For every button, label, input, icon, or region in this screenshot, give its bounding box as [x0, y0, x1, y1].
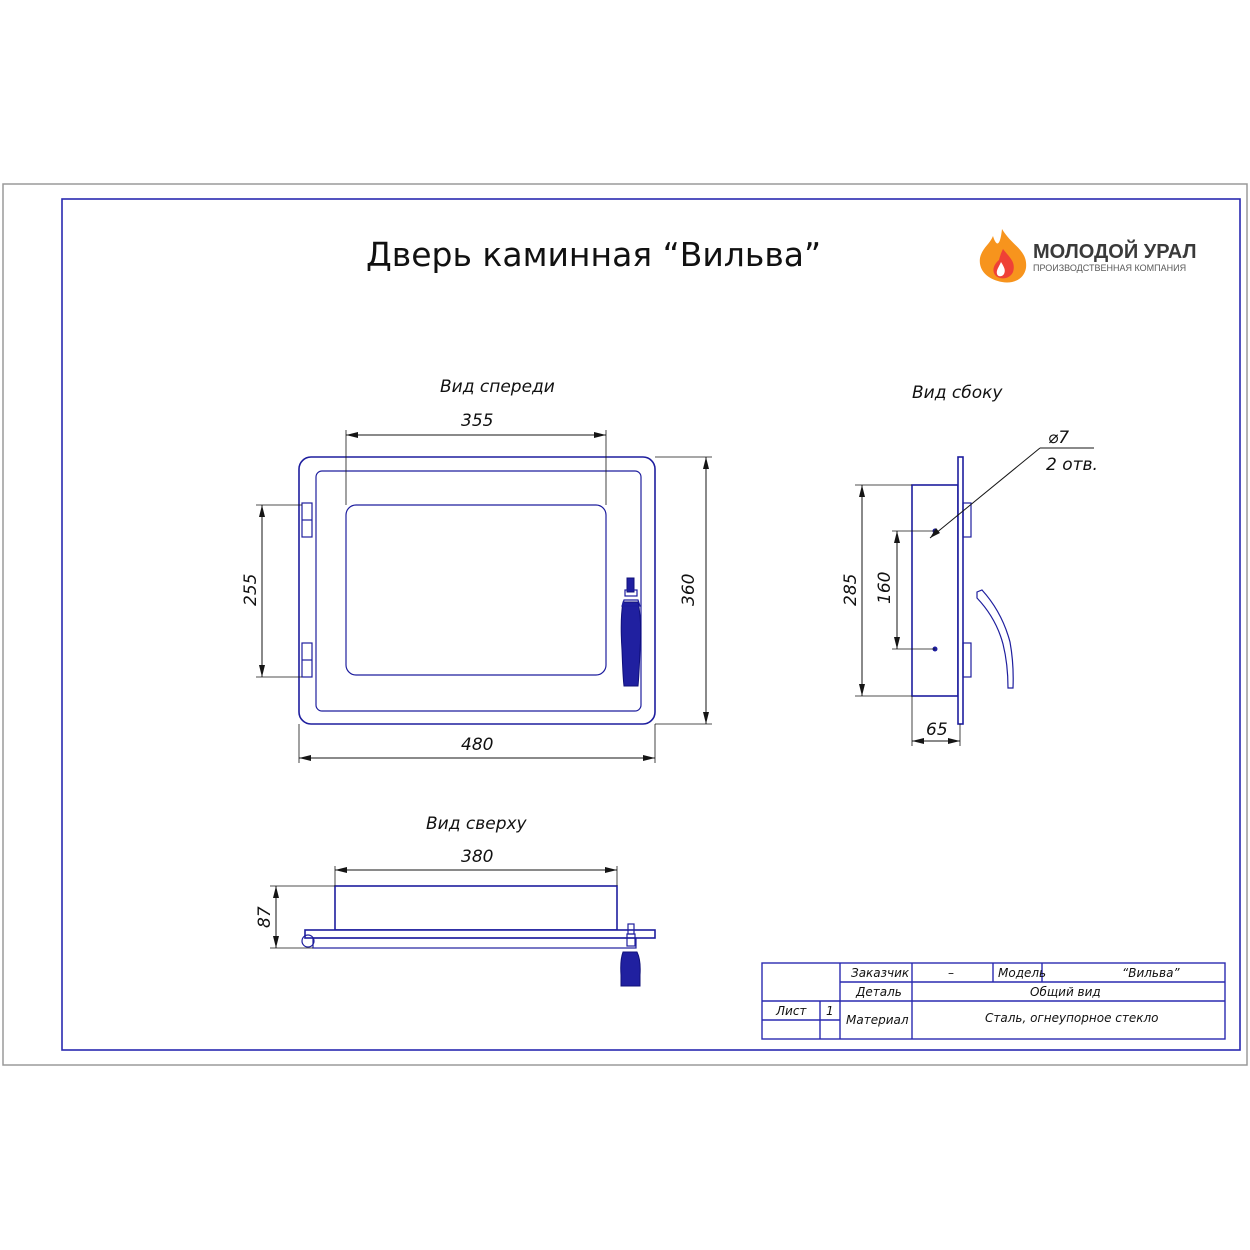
- dim-overall-height: 360: [655, 456, 712, 725]
- hole-leader: ⌀7 2 отв.: [929, 428, 1098, 539]
- side-hinge-bottom: [962, 642, 972, 678]
- top-plate: [304, 929, 656, 939]
- door-glass: [345, 504, 607, 676]
- company-logo: МОЛОДОЙ УРАЛ ПРОИЗВОДСТВЕННАЯ КОМПАНИЯ: [979, 229, 1197, 283]
- dim-hinge-spacing: 255: [241, 504, 302, 678]
- drawing-title: Дверь каминная “Вильва”: [366, 235, 821, 274]
- top-view: Вид сверху 380 87: [255, 814, 656, 987]
- dim-depth-value: 65: [926, 720, 948, 740]
- side-body: [911, 484, 959, 697]
- dim-top-depth: 87: [255, 885, 335, 949]
- front-view-label: Вид спереди: [440, 377, 555, 397]
- dim-depth: 65: [911, 696, 961, 746]
- dim-overall-height-value: 360: [679, 574, 699, 606]
- tb-model-value: “Вильва”: [1122, 966, 1180, 980]
- door-handle: [620, 577, 642, 687]
- hole-diameter-value: ⌀7: [1048, 428, 1069, 448]
- dim-top-depth-value: 87: [255, 906, 275, 928]
- dim-top-width-value: 380: [461, 847, 493, 867]
- door-inner-frame: [315, 470, 642, 712]
- dim-hole-spacing-value: 160: [875, 572, 895, 604]
- side-view-label: Вид сбоку: [912, 383, 1003, 403]
- dim-top-width: 380: [334, 847, 618, 886]
- dim-glass-width-value: 355: [461, 411, 493, 431]
- dim-glass-width: 355: [345, 411, 607, 505]
- hinge-bottom: [301, 642, 313, 678]
- side-handle: [976, 589, 1014, 689]
- top-handle: [620, 923, 641, 987]
- sheet-border: [2, 183, 1248, 1066]
- dim-body-height-value: 285: [841, 574, 861, 606]
- tb-part-value: Общий вид: [1030, 985, 1101, 999]
- dim-overall-width: 480: [298, 724, 656, 763]
- door-outer-frame: [298, 456, 656, 725]
- tb-part-label: Деталь: [855, 985, 902, 999]
- dim-hinge-spacing-value: 255: [241, 574, 261, 606]
- dim-overall-width-value: 480: [461, 735, 493, 755]
- tb-customer-value: –: [948, 966, 954, 980]
- tb-customer-label: Заказчик: [851, 966, 910, 980]
- tb-model-label: Модель: [998, 966, 1046, 980]
- top-plate-lower: [312, 937, 637, 949]
- logo-tagline: ПРОИЗВОДСТВЕННАЯ КОМПАНИЯ: [1033, 263, 1186, 273]
- drawing-frame: [61, 198, 1241, 1051]
- top-view-label: Вид сверху: [426, 814, 528, 834]
- tb-sheet-value: 1: [826, 1004, 834, 1018]
- hinge-top: [301, 502, 313, 538]
- top-hinge: [301, 934, 315, 948]
- side-front-plate: [957, 456, 964, 725]
- top-body: [334, 885, 618, 931]
- logo-name: МОЛОДОЙ УРАЛ: [1033, 239, 1197, 263]
- dim-body-height: 285: [841, 484, 912, 697]
- title-block: Заказчик – Модель “Вильва” Деталь Общий …: [761, 962, 1226, 1040]
- dim-hole-spacing: 160: [875, 530, 935, 650]
- tb-material-value: Сталь, огнеупорное стекло: [985, 1011, 1159, 1025]
- tb-material-label: Материал: [846, 1013, 909, 1027]
- front-view: Вид спереди 355: [241, 377, 712, 763]
- hole-count-value: 2 отв.: [1046, 455, 1098, 475]
- flame-icon: [979, 229, 1027, 283]
- tb-sheet-label: Лист: [775, 1004, 807, 1018]
- side-hinge-top: [962, 502, 972, 538]
- side-view: Вид сбоку ⌀7 2 отв. 285: [841, 383, 1098, 746]
